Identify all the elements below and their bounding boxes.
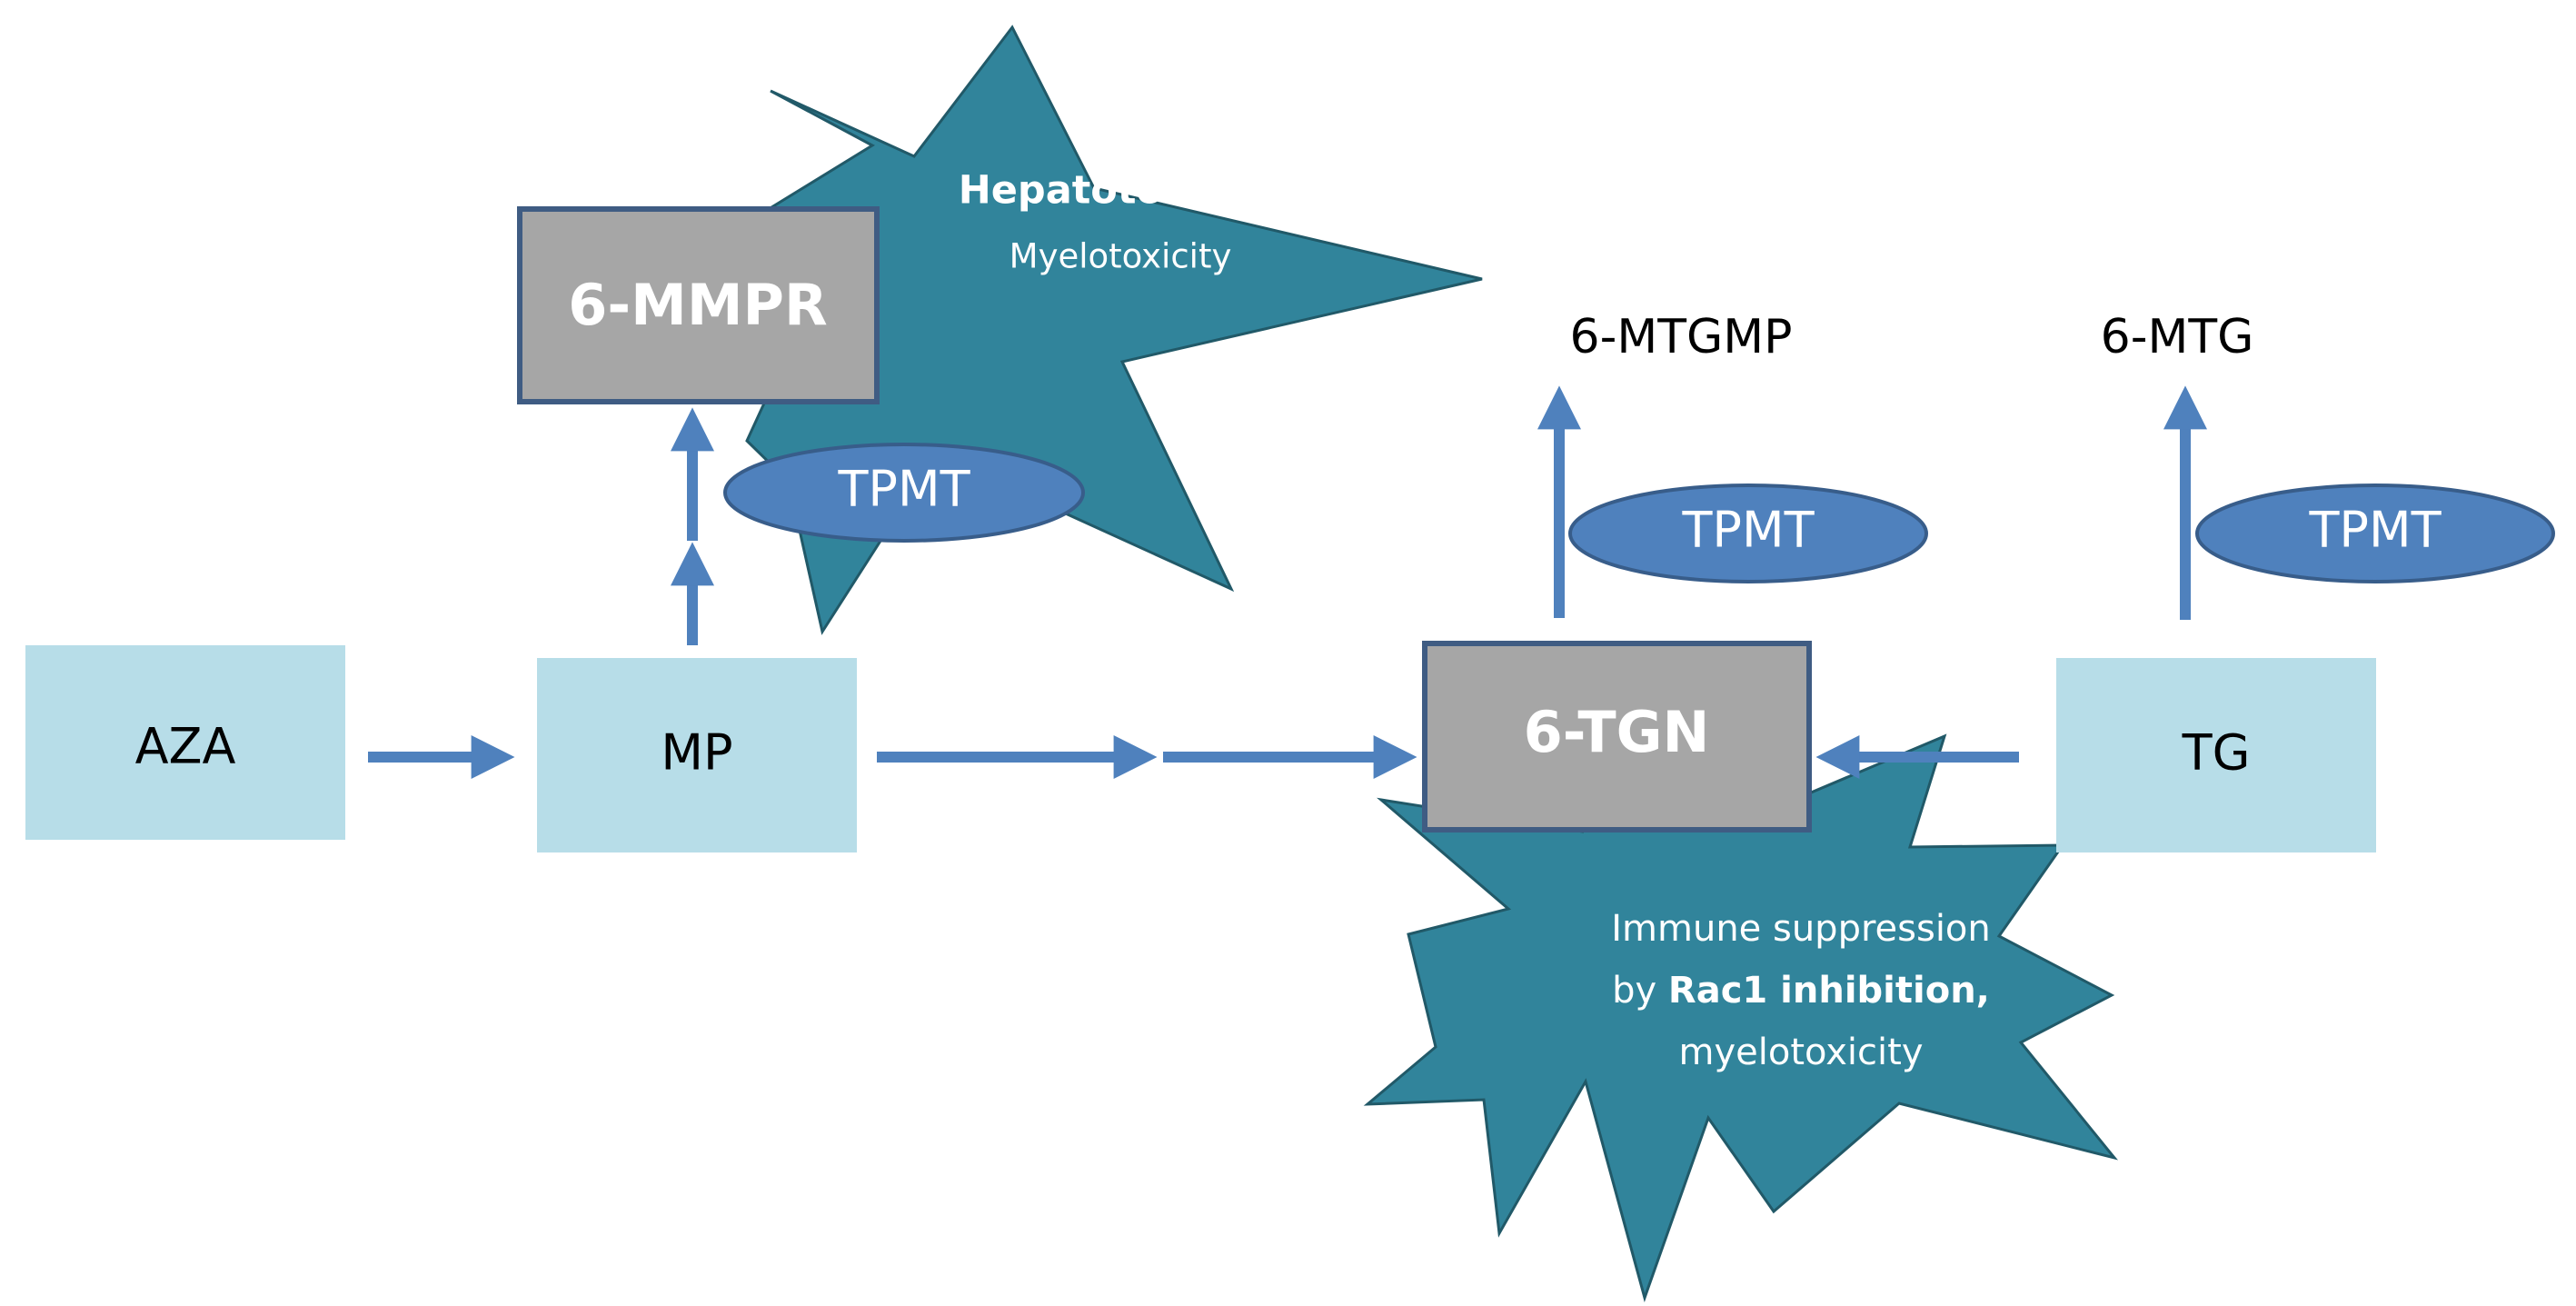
mp-box xyxy=(537,658,857,852)
myelotoxicity-subtitle: Myelotoxicity xyxy=(1010,237,1232,276)
aza-box xyxy=(25,645,345,840)
tgn-box xyxy=(1422,641,1812,832)
mmpr-box xyxy=(517,206,880,404)
tg-box xyxy=(2056,658,2376,852)
immune-suppression-line1: Immune suppression xyxy=(1611,908,1991,950)
immune-by-prefix: by xyxy=(1612,970,1668,1012)
mp-label: MP xyxy=(661,724,732,782)
mtgmp-label: 6-MTGMP xyxy=(1570,310,1793,364)
tpmt-ellipse-tgn xyxy=(1568,484,1928,583)
mtg-label: 6-MTG xyxy=(2101,310,2254,364)
tgn-label: 6-TGN xyxy=(1524,699,1710,765)
tpmt-label-tg: TPMT xyxy=(2308,502,2442,559)
aza-label: AZA xyxy=(135,718,236,775)
immune-suppression-line2: by Rac1 inhibition, xyxy=(1612,970,1990,1012)
tpmt-label-mp: TPMT xyxy=(837,461,970,518)
immune-suppression-line3: myelotoxicity xyxy=(1678,1032,1923,1073)
rac1-inhibition-text: Rac1 inhibition, xyxy=(1668,970,1990,1012)
tpmt-label-tgn: TPMT xyxy=(1681,502,1815,559)
mmpr-label: 6-MMPR xyxy=(568,272,827,338)
tg-label: TG xyxy=(2182,724,2251,782)
tpmt-ellipse-mp xyxy=(723,443,1085,543)
hepatotoxicity-title: Hepatotoxicity xyxy=(959,168,1282,214)
tpmt-ellipse-tg xyxy=(2195,484,2555,583)
